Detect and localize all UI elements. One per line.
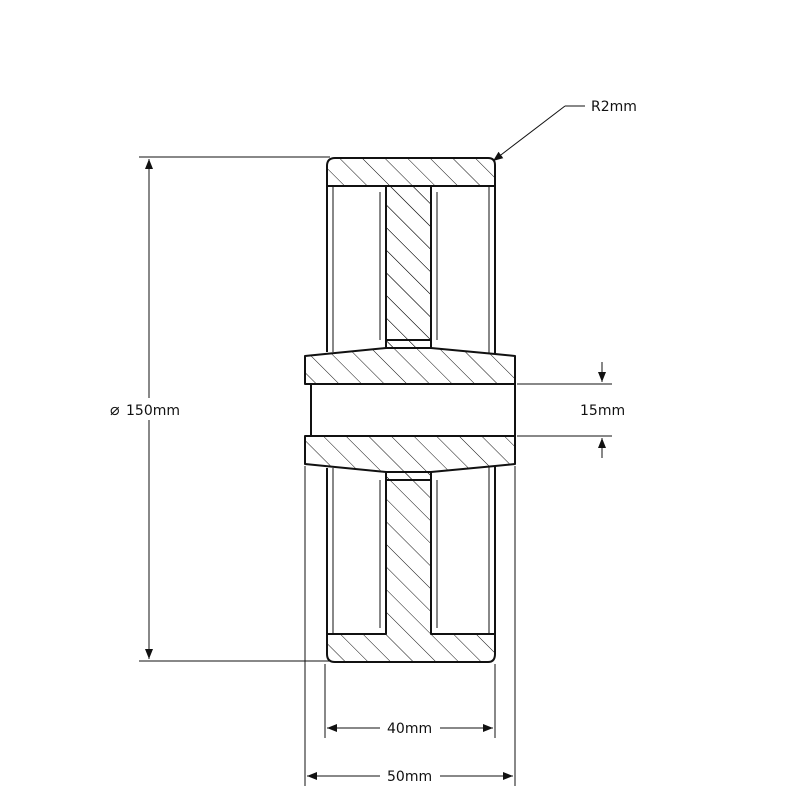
lower-web-section <box>326 471 496 663</box>
diameter-symbol: ⌀ <box>110 400 120 419</box>
diameter-label: 150mm <box>126 403 180 419</box>
pulley-cross-section <box>304 157 516 663</box>
lower-cavity-lines <box>326 466 496 634</box>
outer-width-label: 50mm <box>387 769 432 785</box>
outer-width-dimension: 50mm <box>304 466 516 786</box>
radius-dimension: R2mm <box>492 99 637 162</box>
inner-width-dimension: 40mm <box>324 664 496 738</box>
upper-cavity-lines <box>326 186 496 354</box>
inner-width-label: 40mm <box>387 721 432 737</box>
radius-label: R2mm <box>591 99 637 115</box>
diameter-dimension: ⌀ 150mm <box>110 156 330 662</box>
bore-dimension: 15mm <box>517 362 625 458</box>
bore <box>310 383 516 437</box>
upper-web-section <box>385 185 432 349</box>
bore-label: 15mm <box>580 403 625 419</box>
